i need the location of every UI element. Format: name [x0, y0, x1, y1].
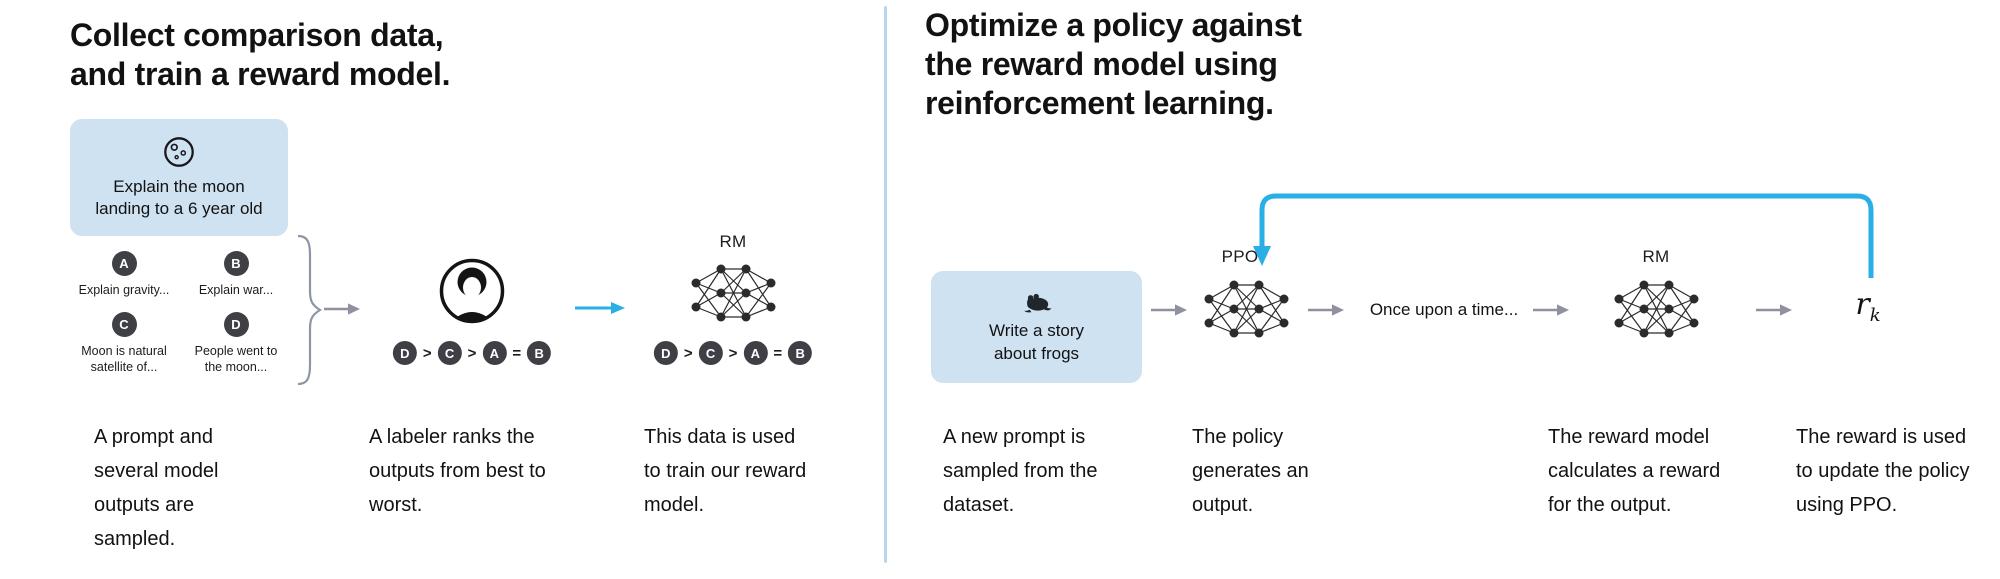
- rank-badge: C: [437, 341, 462, 365]
- output-text: Explain war...: [198, 283, 274, 297]
- policy-output-text: Once upon a time...: [1369, 300, 1519, 319]
- rank-operator: >: [683, 344, 693, 362]
- output-text: Moon is natural satellite of...: [81, 344, 167, 374]
- model-output-b: B Explain war...: [180, 251, 292, 298]
- flow-arrow-gray: [1533, 304, 1569, 316]
- flow-arrow-gray: [324, 303, 360, 315]
- output-letter-badge: B: [223, 251, 249, 276]
- labeler-ranking: D > C > A = B: [392, 341, 552, 365]
- prompt-text: Explain the moon landing to a 6 year old: [95, 176, 263, 218]
- model-outputs-grid: A Explain gravity... B Explain war... C …: [68, 251, 294, 375]
- caption-rm-calculates-reward: The reward model calculates a reward for…: [1548, 426, 1721, 516]
- frog-icon: [1023, 293, 1051, 313]
- right-panel-title: Optimize a policy against the reward mod…: [925, 6, 1302, 123]
- left-title-line-1: Collect comparison data,: [70, 17, 444, 53]
- policy-update-arrow: [1253, 193, 1874, 278]
- rank-operator: >: [422, 344, 432, 362]
- rank-operator: >: [467, 344, 477, 362]
- caption-prompt-sampling: A prompt and several model outputs are s…: [94, 426, 219, 550]
- flow-arrow-gray: [1308, 304, 1344, 316]
- reward-value: rk: [1855, 287, 1880, 326]
- rank-badge: A: [743, 341, 768, 365]
- left-panel-title: Collect comparison data, and train a rew…: [70, 16, 450, 94]
- rank-badge: C: [698, 341, 723, 365]
- output-letter-badge: D: [223, 312, 249, 337]
- rank-badge: D: [392, 341, 417, 365]
- prompt-text: Write a story about frogs: [988, 321, 1085, 363]
- rank-badge: B: [788, 341, 813, 365]
- output-text: People went to the moon...: [194, 344, 278, 374]
- panel-divider: [884, 6, 887, 563]
- left-title-line-2: and train a reward model.: [70, 56, 451, 93]
- rank-badge: D: [653, 341, 678, 365]
- policy-network-icon: [1203, 279, 1290, 339]
- flow-arrow-gray: [1756, 304, 1792, 316]
- caption-new-prompt: A new prompt is sampled from the dataset…: [943, 426, 1098, 516]
- caption-labeler-ranks: A labeler ranks the outputs from best to…: [369, 426, 546, 516]
- right-title-line-3: reinforcement learning.: [925, 85, 1274, 122]
- reward-symbol: r: [1855, 287, 1870, 322]
- rm-label: RM: [719, 232, 747, 251]
- model-output-a: A Explain gravity...: [68, 251, 180, 298]
- output-letter-badge: A: [111, 251, 137, 276]
- rank-operator: =: [512, 344, 522, 362]
- ppo-label: PPO: [1221, 247, 1259, 266]
- model-output-d: D People went to the moon...: [180, 312, 292, 375]
- model-output-c: C Moon is natural satellite of...: [68, 312, 180, 375]
- flow-arrow-blue: [575, 302, 625, 314]
- brace-icon: [297, 234, 323, 386]
- rm-label: RM: [1642, 247, 1670, 266]
- caption-train-reward-model: This data is used to train our reward mo…: [644, 426, 807, 516]
- right-title-line-1: Optimize a policy against: [925, 7, 1302, 43]
- prompt-card-frog: Write a story about frogs: [931, 271, 1142, 383]
- reward-subscript: k: [1869, 305, 1881, 326]
- rank-badge: B: [527, 341, 552, 365]
- caption-reward-updates-policy: The reward is used to update the policy …: [1796, 426, 1970, 516]
- right-title-line-2: the reward model using: [925, 46, 1278, 83]
- output-letter-badge: C: [111, 312, 137, 337]
- flow-arrow-gray: [1151, 304, 1187, 316]
- rank-operator: >: [728, 344, 738, 362]
- rank-badge: A: [482, 341, 507, 365]
- labeler-avatar-icon: [439, 258, 505, 324]
- output-text: Explain gravity...: [78, 283, 170, 297]
- caption-policy-generates: The policy generates an output.: [1192, 426, 1309, 516]
- reward-model-network-icon: [690, 263, 777, 323]
- rm-training-ranking: D > C > A = B: [653, 341, 813, 365]
- reward-model-network-icon: [1613, 279, 1700, 339]
- prompt-card-moon: Explain the moon landing to a 6 year old: [70, 119, 288, 236]
- moon-icon: [164, 136, 194, 167]
- rank-operator: =: [773, 344, 783, 362]
